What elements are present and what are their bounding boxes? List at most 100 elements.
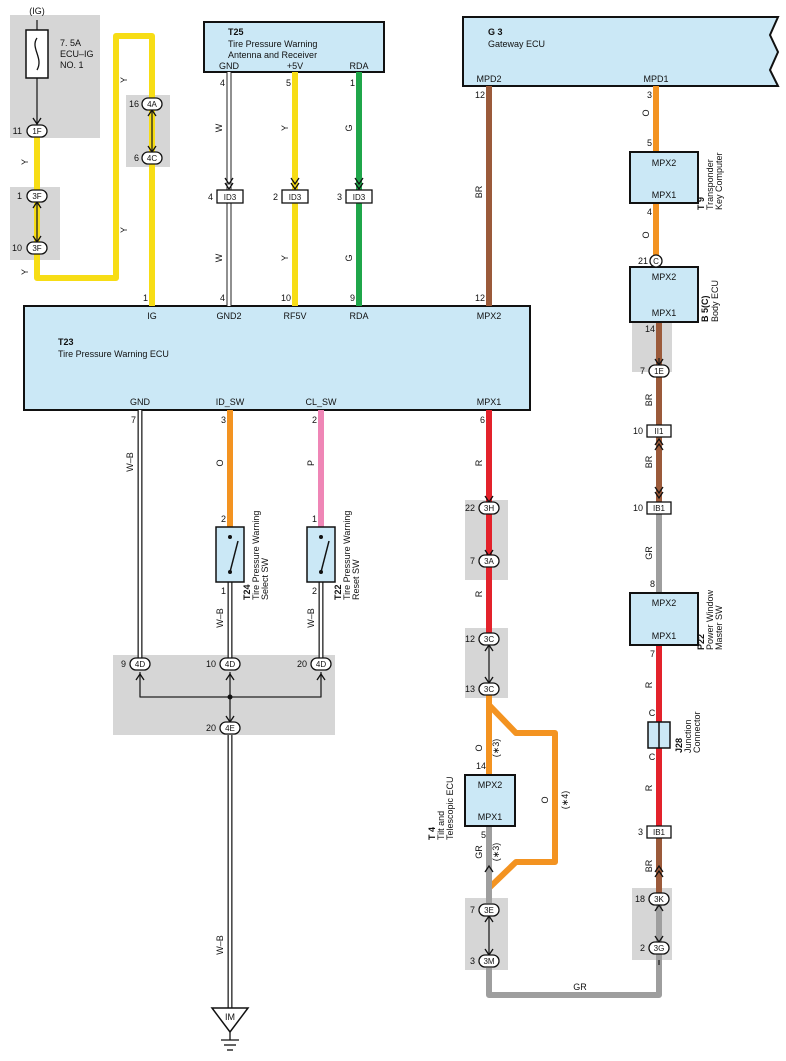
j28-code: J28: [674, 738, 684, 753]
g3-name: Gateway ECU: [488, 39, 545, 49]
svg-text:4: 4: [220, 293, 225, 303]
svg-text:1: 1: [143, 293, 148, 303]
svg-text:ID3: ID3: [224, 193, 237, 202]
t22-name1: Tire Pressure Warning: [342, 511, 352, 600]
svg-text:3H: 3H: [484, 504, 494, 513]
svg-text:R: R: [644, 681, 654, 688]
j28-connector-icon: [647, 721, 671, 749]
note-3a: (∗3): [491, 739, 501, 758]
connector-4D-cl: 4D: [310, 657, 332, 671]
p22-box: [629, 592, 699, 646]
svg-text:G: G: [344, 124, 354, 131]
svg-text:3G: 3G: [654, 944, 665, 953]
svg-text:1F: 1F: [32, 127, 41, 136]
svg-text:18: 18: [635, 894, 645, 904]
t9-mpx1: MPX1: [652, 190, 677, 200]
pin-numbers: 11 1 10 16 6 4 5 1 4 2 3 1 4 10 9 12 12 …: [12, 78, 655, 966]
t24-name2: Select SW: [260, 557, 270, 600]
p22-name2: Master SW: [714, 605, 724, 650]
svg-text:C: C: [653, 257, 659, 266]
svg-text:O: O: [540, 796, 550, 803]
t4-box: [464, 774, 516, 827]
fuse-name2: NO. 1: [60, 60, 84, 70]
svg-text:3K: 3K: [654, 895, 664, 904]
connector-4D-gnd: 4D: [129, 657, 151, 671]
switch-icon-t24: [215, 526, 245, 583]
t9-code: T 9: [696, 197, 706, 210]
svg-text:3: 3: [638, 827, 643, 837]
svg-text:5: 5: [481, 830, 486, 840]
svg-text:14: 14: [645, 324, 655, 334]
svg-text:W: W: [214, 123, 224, 132]
t25-box: [203, 21, 385, 73]
svg-text:4D: 4D: [316, 660, 326, 669]
svg-text:Y: Y: [20, 269, 30, 275]
t23-pin-rda: RDA: [349, 311, 368, 321]
svg-text:2: 2: [640, 943, 645, 953]
svg-text:W–B: W–B: [125, 452, 135, 472]
shade-areas: [10, 15, 672, 970]
svg-text:3: 3: [221, 415, 226, 425]
svg-text:1: 1: [221, 586, 226, 596]
svg-text:GR: GR: [644, 546, 654, 560]
t9-name2: Key Computer: [714, 152, 724, 210]
svg-text:W–B: W–B: [215, 608, 225, 628]
svg-text:7: 7: [640, 366, 645, 376]
connector-3C-top: 3C: [478, 632, 500, 646]
svg-text:10: 10: [206, 659, 216, 669]
svg-text:W–B: W–B: [215, 935, 225, 955]
fuse-icon: [25, 29, 49, 79]
connector-ID3-gnd: ID3: [216, 189, 244, 204]
g3-pin-mpd2: MPD2: [476, 74, 501, 84]
connector-3H: 3H: [478, 501, 500, 515]
svg-text:R: R: [644, 784, 654, 791]
svg-text:4E: 4E: [225, 724, 235, 733]
svg-text:3M: 3M: [483, 957, 494, 966]
svg-text:2: 2: [273, 192, 278, 202]
svg-text:3: 3: [470, 956, 475, 966]
svg-text:Y: Y: [119, 227, 129, 233]
svg-text:BR: BR: [474, 185, 484, 198]
connector-4C: 4C: [141, 151, 163, 165]
svg-text:W: W: [214, 253, 224, 262]
connector-II1: II1: [646, 424, 672, 438]
b5-box: [629, 266, 699, 323]
p22-mpx2: MPX2: [652, 598, 677, 608]
svg-text:3: 3: [337, 192, 342, 202]
svg-text:II1: II1: [655, 427, 664, 436]
svg-text:7: 7: [131, 415, 136, 425]
connector-3E: 3E: [478, 903, 500, 917]
switch-icon-t22: [306, 526, 336, 583]
connector-4A: 4A: [141, 97, 163, 111]
svg-text:10: 10: [281, 293, 291, 303]
svg-text:IB1: IB1: [653, 828, 666, 837]
svg-text:10: 10: [12, 243, 22, 253]
connector-IB1-bottom: IB1: [646, 825, 672, 839]
svg-text:W–B: W–B: [306, 608, 316, 628]
svg-text:Y: Y: [280, 125, 290, 131]
svg-text:ID3: ID3: [289, 193, 302, 202]
svg-text:8: 8: [650, 579, 655, 589]
svg-text:10: 10: [633, 503, 643, 513]
connector-4E: 4E: [219, 721, 241, 735]
g3-box: [462, 16, 780, 87]
svg-text:9: 9: [121, 659, 126, 669]
note-3b: (∗3): [491, 843, 501, 862]
svg-text:1: 1: [17, 191, 22, 201]
j28-c-bottom: C: [649, 752, 656, 762]
svg-text:3: 3: [647, 90, 652, 100]
t4-name1: Tilt and: [436, 811, 446, 840]
svg-text:9: 9: [350, 293, 355, 303]
svg-text:12: 12: [475, 90, 485, 100]
svg-text:22: 22: [465, 503, 475, 513]
svg-text:20: 20: [297, 659, 307, 669]
svg-text:GR: GR: [474, 845, 484, 859]
svg-text:16: 16: [129, 99, 139, 109]
svg-text:1E: 1E: [654, 367, 664, 376]
t25-name2: Antenna and Receiver: [228, 50, 317, 60]
b5-name: Body ECU: [710, 280, 720, 322]
junction-dots: [227, 694, 233, 700]
svg-text:2: 2: [312, 415, 317, 425]
t25-pin-rda: RDA: [349, 61, 368, 71]
